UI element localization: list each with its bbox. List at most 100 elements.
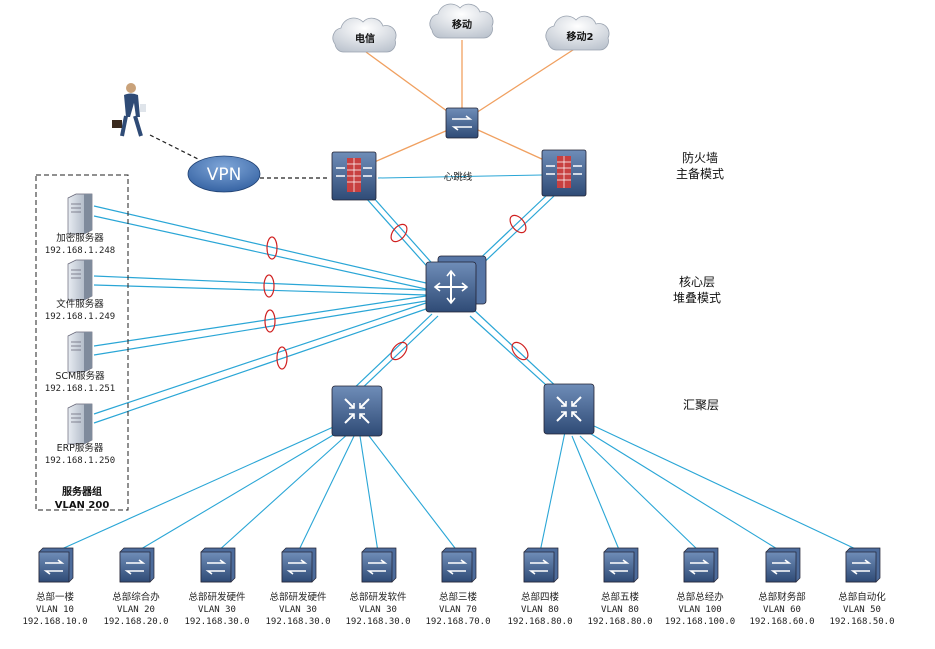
access-vlan: VLAN 30 — [359, 605, 397, 615]
agg-access-links — [54, 423, 863, 553]
server-icon — [67, 403, 93, 445]
access-switch: 总部总经办 VLAN 100 192.168.100.0 — [665, 547, 735, 627]
access-switch: 总部财务部 VLAN 60 192.168.60.0 — [749, 547, 815, 627]
access-switch-icon — [38, 547, 74, 583]
access-switch-list: 总部一楼 VLAN 10 192.168.10.0 总部综合办 VLAN 20 192.1… — [22, 547, 895, 627]
access-vlan: VLAN 60 — [763, 605, 801, 615]
aggregation-switch-icon — [331, 385, 383, 437]
server-group-title: 服务器组 — [62, 485, 102, 498]
heartbeat-label: 心跳线 — [444, 171, 473, 183]
access-name: 总部一楼 — [36, 591, 75, 603]
access-ip: 192.168.100.0 — [665, 617, 735, 627]
access-ip: 192.168.30.0 — [184, 617, 249, 627]
server-icon — [67, 193, 93, 235]
access-switch-icon — [845, 547, 881, 583]
core-switch-icon — [425, 255, 487, 313]
firewall-backup-icon — [541, 149, 587, 197]
vpn-cloud-icon: VPN — [187, 155, 261, 193]
cloud-icon: 移动 — [429, 3, 494, 39]
aggregation-layer-label: 汇聚层 — [683, 398, 719, 412]
server-core-links — [93, 205, 427, 424]
access-vlan: VLAN 80 — [521, 605, 559, 615]
cloud-label: 移动2 — [567, 30, 594, 43]
server-group-vlan: VLAN 200 — [55, 500, 110, 511]
access-name: 总部三楼 — [439, 591, 478, 603]
firewall-mode-label: 主备模式 — [676, 167, 724, 181]
cloud-label: 电信 — [355, 32, 375, 45]
remote-user-icon — [112, 83, 146, 137]
access-ip: 192.168.30.0 — [265, 617, 330, 627]
layer-labels: 防火墙 主备模式 核心层 堆叠模式 汇聚层 — [673, 150, 724, 412]
access-switch-icon — [361, 547, 397, 583]
cloud-icon: 移动2 — [545, 15, 610, 51]
access-ip: 192.168.80.0 — [507, 617, 572, 627]
vpn-label: VPN — [207, 165, 242, 185]
access-name: 总部研发软件 — [349, 591, 407, 603]
access-switch-icon — [119, 547, 155, 583]
access-ip: 192.168.10.0 — [22, 617, 87, 627]
server-icon — [67, 331, 93, 373]
access-switch: 总部自动化 VLAN 50 192.168.50.0 — [829, 547, 895, 627]
heartbeat-link — [377, 174, 543, 179]
access-switch: 总部四楼 VLAN 80 192.168.80.0 — [507, 547, 573, 627]
core-layer-label: 核心层 — [679, 275, 715, 289]
access-switch: 总部一楼 VLAN 10 192.168.10.0 — [22, 547, 88, 627]
server-ip: 192.168.1.248 — [45, 246, 115, 256]
access-ip: 192.168.30.0 — [345, 617, 410, 627]
server-list: 加密服务器 192.168.1.248 文件服务器 192.168.1.249SCM服… — [45, 193, 115, 466]
server-name: 文件服务器 — [56, 298, 104, 310]
access-ip: 192.168.70.0 — [425, 617, 490, 627]
access-name: 总部五楼 — [601, 591, 640, 603]
access-name: 总部总经办 — [676, 591, 724, 603]
server: 加密服务器 192.168.1.248 — [45, 193, 115, 256]
core-agg-links — [349, 309, 561, 395]
aggregation-switch-icon — [543, 383, 595, 435]
access-ip: 192.168.50.0 — [829, 617, 894, 627]
access-switch: 总部研发硬件 VLAN 30 192.168.30.0 — [265, 547, 331, 627]
server-icon — [67, 259, 93, 301]
access-name: 总部自动化 — [838, 591, 886, 603]
access-vlan: VLAN 10 — [36, 605, 74, 615]
access-switch: 总部三楼 VLAN 70 192.168.70.0 — [425, 547, 491, 627]
access-switch: 总部研发软件 VLAN 30 192.168.30.0 — [345, 547, 411, 627]
access-switch-icon — [523, 547, 559, 583]
isp-clouds: 电信 移动 移动2 — [332, 3, 610, 53]
access-ip: 192.168.20.0 — [103, 617, 168, 627]
access-ip: 192.168.80.0 — [587, 617, 652, 627]
access-vlan: VLAN 30 — [198, 605, 236, 615]
access-name: 总部研发硬件 — [269, 591, 327, 603]
access-ip: 192.168.60.0 — [749, 617, 814, 627]
server-ip: 192.168.1.251 — [45, 384, 115, 394]
access-switch: 总部综合办 VLAN 20 192.168.20.0 — [103, 547, 169, 627]
edge-switch-icon — [445, 107, 479, 139]
access-name: 总部综合办 — [112, 591, 160, 603]
firewall-layer-label: 防火墙 — [682, 150, 718, 165]
server-name: 加密服务器 — [56, 232, 104, 244]
access-switch-icon — [683, 547, 719, 583]
lag-markers — [263, 214, 529, 370]
server: SCM服务器 192.168.1.251 — [45, 331, 115, 394]
access-vlan: VLAN 100 — [678, 605, 721, 615]
vpn-links — [149, 134, 330, 179]
server-name: SCM服务器 — [55, 370, 105, 382]
access-switch-icon — [441, 547, 477, 583]
server-ip: 192.168.1.250 — [45, 456, 115, 466]
core-mode-label: 堆叠模式 — [673, 291, 721, 305]
access-name: 总部四楼 — [521, 591, 560, 603]
access-switch-icon — [281, 547, 317, 583]
access-vlan: VLAN 20 — [117, 605, 155, 615]
access-vlan: VLAN 30 — [279, 605, 317, 615]
access-switch-icon — [603, 547, 639, 583]
access-vlan: VLAN 70 — [439, 605, 477, 615]
access-switch-icon — [200, 547, 236, 583]
access-name: 总部财务部 — [758, 591, 806, 603]
access-vlan: VLAN 50 — [843, 605, 881, 615]
access-switch-icon — [765, 547, 801, 583]
cloud-label: 移动 — [452, 18, 472, 31]
server-ip: 192.168.1.249 — [45, 312, 115, 322]
server: 文件服务器 192.168.1.249 — [45, 259, 115, 322]
server-group-box — [35, 174, 129, 511]
